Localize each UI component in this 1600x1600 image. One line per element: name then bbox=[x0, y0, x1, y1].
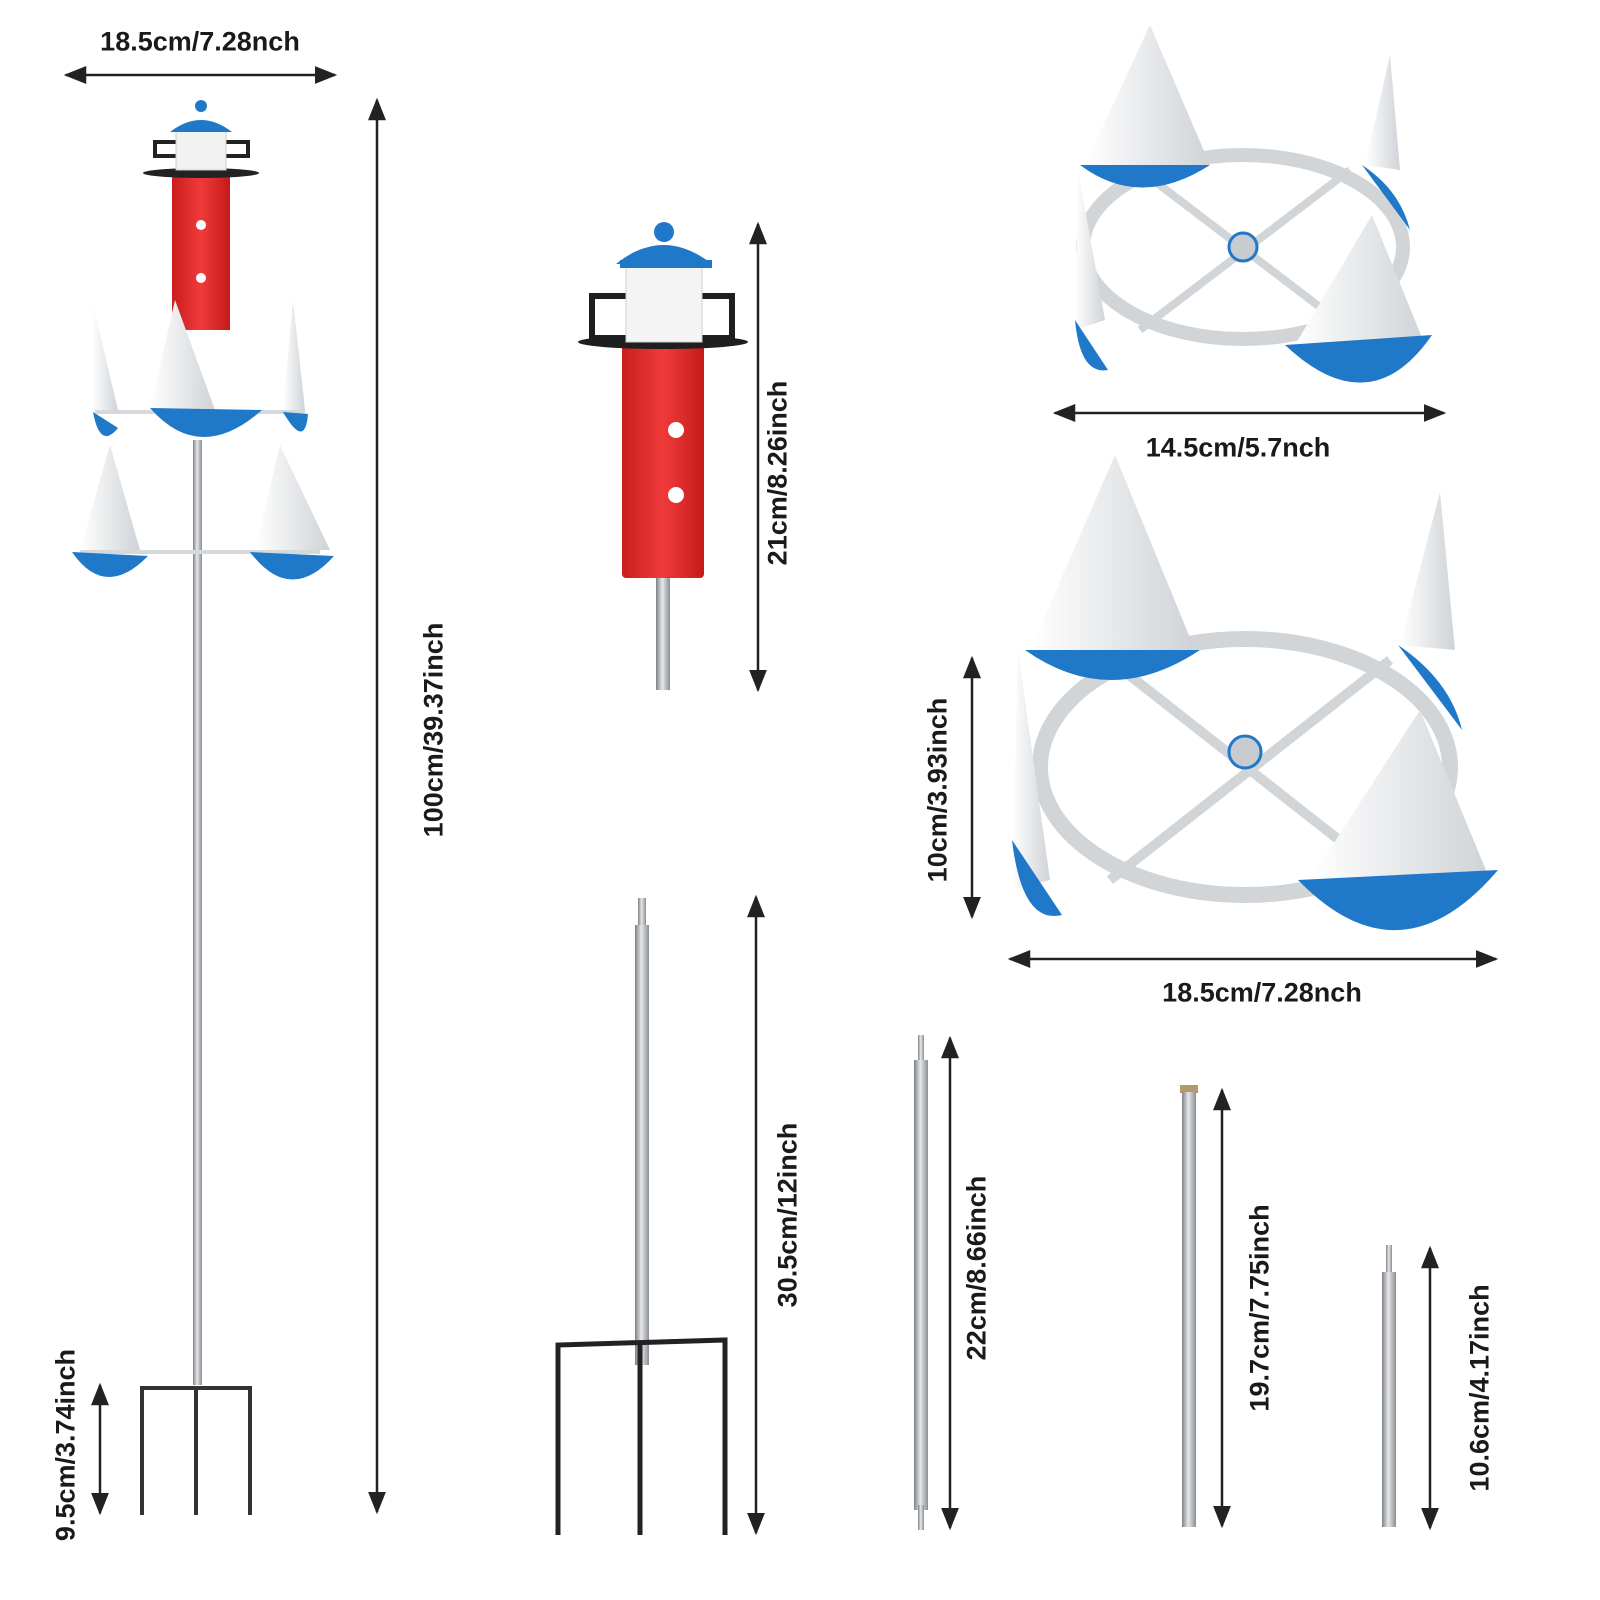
overall-height-label: 100cm/39.37inch bbox=[418, 622, 449, 838]
dimension-arrows bbox=[63, 66, 1499, 1536]
lighthouse-top bbox=[578, 222, 748, 690]
extension-rod-c bbox=[1382, 1245, 1396, 1527]
small-sail-wheel bbox=[1075, 25, 1432, 383]
full-assembly bbox=[72, 100, 334, 1515]
large-wheel-width-label: 18.5cm/7.28nch bbox=[1162, 977, 1362, 1008]
stake-height-label: 30.5cm/12inch bbox=[772, 1122, 803, 1308]
fork-height-label: 9.5cm/3.74inch bbox=[50, 1348, 81, 1542]
small-wheel-width-label: 14.5cm/5.7nch bbox=[1145, 432, 1331, 463]
large-wheel-height-label: 10cm/3.93inch bbox=[922, 697, 953, 883]
large-sail-wheel bbox=[1012, 455, 1498, 931]
rod-c-length-label: 10.6cm/4.17inch bbox=[1464, 1284, 1495, 1492]
rod-a-length-label: 22cm/8.66inch bbox=[961, 1175, 992, 1361]
extension-rod-b bbox=[1180, 1085, 1198, 1527]
extension-rod-a bbox=[914, 1035, 928, 1530]
lighthouse-height-label: 21cm/8.26inch bbox=[762, 380, 793, 566]
rod-b-length-label: 19.7cm/7.75inch bbox=[1244, 1204, 1275, 1412]
ground-stake bbox=[555, 898, 728, 1535]
overall-width-label: 18.5cm/7.28nch bbox=[100, 26, 300, 57]
